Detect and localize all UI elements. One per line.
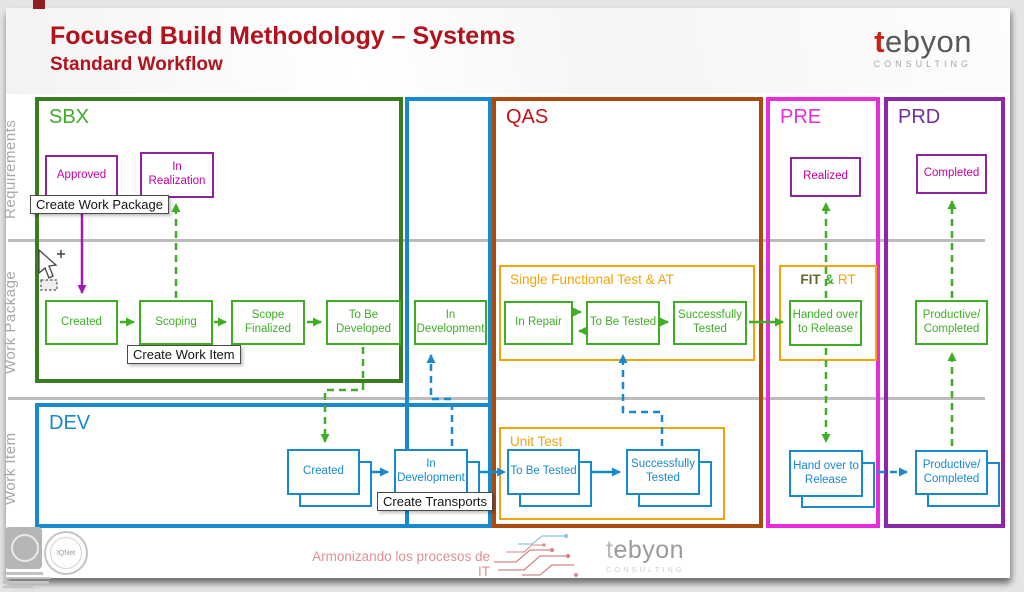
logo-t: t (874, 24, 886, 59)
column-dev: DEV (35, 403, 492, 528)
column-label-dev: DEV (49, 412, 91, 434)
iqnet-seal: IQNet (44, 531, 88, 575)
row-label-work-package: Work Package (2, 270, 19, 374)
status-wi-to-be-tested: To Be Tested (507, 449, 580, 495)
row-label-requirements: Requirements (2, 119, 19, 219)
page-title: Focused Build Methodology – Systems (50, 22, 516, 50)
column-label-prd: PRD (898, 106, 941, 128)
group-label-single-functional-test: Single Functional Test & AT (510, 272, 674, 287)
status-wi-hand-over-to-release: Hand over to Release (789, 450, 863, 497)
status-wp-to-be-tested: To Be Tested (586, 301, 660, 345)
footer-logo-consulting: CONSULTING (606, 565, 685, 574)
column-pre: PRE (766, 97, 880, 528)
create-work-item-button[interactable]: Create Work Item (127, 345, 241, 364)
status-in-realization: In Realization (140, 152, 214, 198)
column-qas: QAS (492, 97, 763, 528)
group-fit-rt: FIT & RT (779, 265, 877, 361)
status-wi-created: Created (287, 449, 360, 495)
status-scoping: Scoping (139, 300, 213, 345)
page-subtitle: Standard Workflow (50, 54, 223, 75)
footer-tebyon-logo: tebyon CONSULTING (606, 538, 685, 574)
create-transports-button[interactable]: Create Transports (377, 492, 494, 511)
status-wi-productive-completed: Productive/ Completed (915, 450, 988, 495)
status-wp-productive-completed: Productive/ Completed (915, 300, 988, 345)
group-label-fit-rt: FIT & RT (781, 272, 875, 287)
group-label-unit-test: Unit Test (510, 434, 563, 449)
header-band (6, 8, 1010, 94)
status-lane-in-development: In Development (414, 300, 487, 345)
status-in-repair: In Repair (504, 301, 573, 345)
status-to-be-developed: To Be Developed (326, 300, 401, 345)
status-wi-in-development: In Development (394, 449, 468, 495)
row-divider-requirements-workpackage (8, 239, 985, 242)
status-scope-finalized: Scope Finalized (231, 300, 305, 345)
column-sbx: SBX (35, 97, 403, 383)
red-bookmark-tab (33, 0, 45, 9)
footer-tagline: Armonizando los procesos de IT (312, 549, 490, 579)
row-label-work-item: Work Item (2, 432, 19, 506)
status-wp-successfully-tested: Successfully Tested (673, 301, 747, 345)
logo-consulting-label: CONSULTING (873, 59, 972, 69)
logo-rest: ebyon (885, 24, 972, 59)
column-label-sbx: SBX (49, 106, 90, 128)
row-divider-workpackage-workitem (8, 397, 985, 400)
create-work-package-button[interactable]: Create Work Package (30, 195, 169, 214)
footer-logo-rest: ebyon (613, 536, 685, 564)
iram-badge-caption (3, 572, 53, 590)
rt-label: RT (837, 272, 856, 287)
iram-certification-badge (5, 527, 42, 569)
fit-label: FIT (800, 272, 821, 287)
status-handed-over-to-release: Handed over to Release (789, 300, 862, 346)
column-label-pre: PRE (780, 106, 822, 128)
fit-amp: & (824, 272, 835, 287)
status-realized: Realized (790, 157, 861, 197)
tebyon-logo: tebyon CONSULTING (874, 26, 972, 69)
status-wi-successfully-tested: Successfully Tested (626, 449, 700, 495)
status-completed: Completed (916, 154, 987, 194)
iqnet-seal-label: IQNet (56, 549, 76, 557)
column-label-qas: QAS (506, 106, 549, 128)
status-wp-created: Created (45, 300, 118, 345)
column-prd: PRD (884, 97, 1005, 528)
footer-logo-t: t (606, 536, 614, 564)
status-approved: Approved (45, 155, 118, 197)
